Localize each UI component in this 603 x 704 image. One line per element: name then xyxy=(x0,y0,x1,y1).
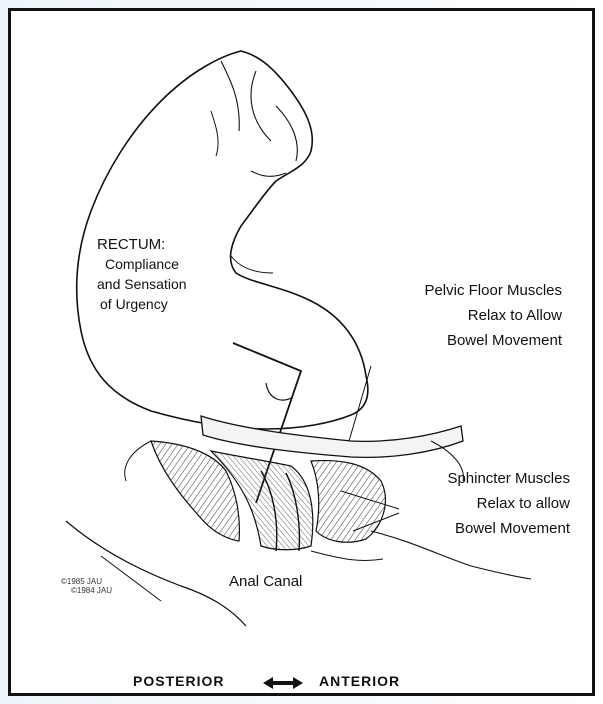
skin-contour xyxy=(311,551,383,561)
sphincter-line-2: Relax to allow xyxy=(477,494,570,513)
pelvic-line-3: Bowel Movement xyxy=(447,331,562,350)
rectum-fold xyxy=(211,111,218,156)
signature-line-2: ©1984 JAU xyxy=(61,586,112,595)
angle-arc xyxy=(266,383,293,400)
pelvic-line-2: Relax to Allow xyxy=(468,306,562,325)
anterior-label: ANTERIOR xyxy=(319,673,400,689)
tissue-outline xyxy=(125,441,151,481)
rectum-line-3: of Urgency xyxy=(100,294,168,314)
pelvic-floor-leader xyxy=(349,366,371,441)
skin-contour xyxy=(66,521,246,626)
sphincter-line-1: Sphincter Muscles xyxy=(447,469,570,488)
pelvic-line-1: Pelvic Floor Muscles xyxy=(424,281,562,300)
rectum-fold xyxy=(251,171,286,176)
diagram-frame: RECTUM: Compliance and Sensation of Urge… xyxy=(8,8,595,696)
orientation-footer: POSTERIOR ANTERIOR xyxy=(11,673,592,697)
double-arrow-icon xyxy=(263,676,303,690)
rectum-title: RECTUM: xyxy=(97,235,165,254)
artist-signature: ©1985 JAU ©1984 JAU xyxy=(61,577,112,595)
skin-contour xyxy=(371,531,531,579)
rectum-fold xyxy=(251,71,271,141)
signature-line-1: ©1985 JAU xyxy=(61,577,112,586)
rectum-line-2: and Sensation xyxy=(97,274,187,294)
posterior-label: POSTERIOR xyxy=(133,673,224,689)
rectum-fold xyxy=(276,106,297,161)
rectum-fold xyxy=(221,61,239,131)
rectum-fold xyxy=(231,256,273,273)
rectum-line-1: Compliance xyxy=(105,254,179,274)
pelvic-floor-band xyxy=(201,416,463,457)
anal-canal-label: Anal Canal xyxy=(229,572,302,591)
sphincter-line-3: Bowel Movement xyxy=(455,519,570,538)
